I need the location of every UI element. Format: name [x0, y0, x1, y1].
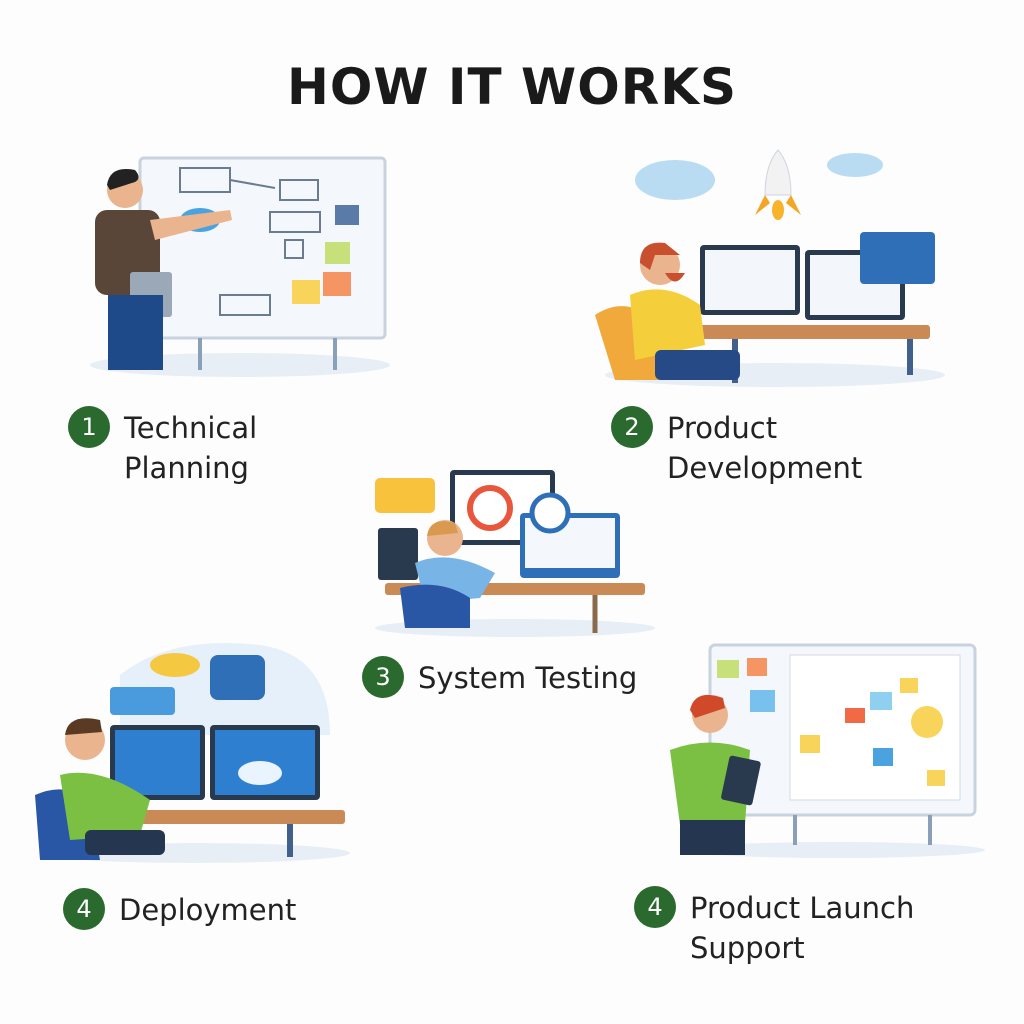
step-label: Technical	[124, 411, 258, 445]
product-development-illustration	[595, 149, 945, 387]
step-number-badge: 4	[634, 886, 676, 928]
deployment-illustration	[35, 643, 350, 863]
step-label: Product Launch	[690, 891, 915, 925]
step-label: Support	[690, 931, 805, 965]
step-label: Product	[667, 411, 778, 445]
system-testing-illustration	[375, 470, 655, 637]
product-launch-support-illustration	[670, 643, 985, 858]
step-label: Deployment	[119, 893, 297, 927]
step-label: System Testing	[418, 661, 638, 695]
technical-planning-illustration	[90, 156, 390, 377]
step-label: Planning	[124, 451, 249, 485]
step-number-badge: 1	[68, 406, 110, 448]
step-number-badge: 3	[362, 656, 404, 698]
page-title: HOW IT WORKS	[287, 58, 737, 116]
step-label: Development	[667, 451, 863, 485]
step-deployment: 4 Deployment	[63, 888, 297, 930]
step-system-testing: 3 System Testing	[362, 656, 638, 698]
step-number-badge: 2	[611, 406, 653, 448]
step-number-badge: 4	[63, 888, 105, 930]
